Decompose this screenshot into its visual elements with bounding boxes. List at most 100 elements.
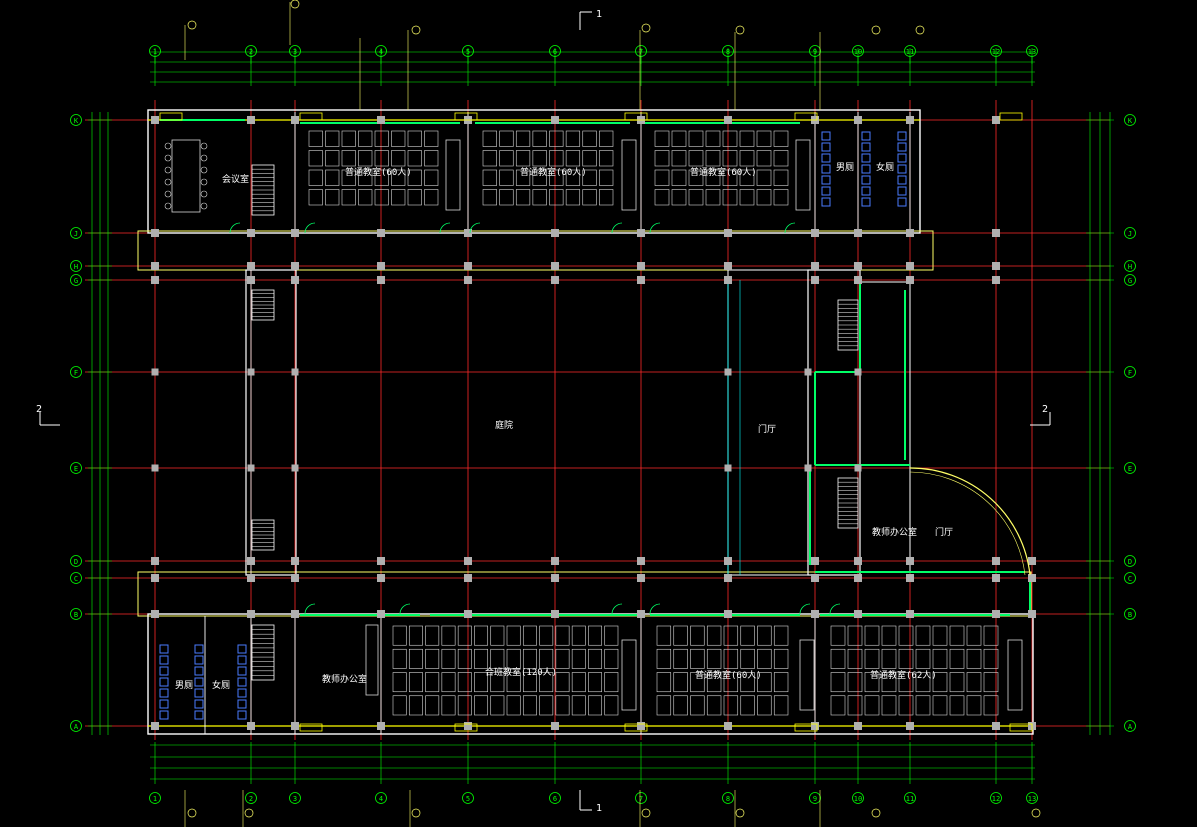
section-number-2: 2	[36, 404, 43, 415]
column-10A	[854, 722, 862, 730]
column-5H	[464, 262, 472, 270]
classroom-north-3-desk	[654, 189, 670, 206]
axis-bubble-top-13	[1026, 45, 1038, 57]
classroom-north-1-desk	[424, 189, 439, 206]
column-mid-F0	[151, 368, 159, 376]
classroom-south-3-desk	[966, 672, 982, 693]
classroom-north-1-desk	[424, 130, 439, 147]
column-12J	[992, 229, 1000, 237]
entrance-canopy-arc	[909, 467, 1031, 576]
column-10G	[854, 276, 862, 284]
classroom-south-1-desk	[392, 695, 407, 716]
toilet-north-a-fixture	[821, 197, 831, 207]
axis-bubble-left-J	[70, 227, 82, 239]
column-13C	[1028, 574, 1036, 582]
axis-bubble-top-label-2: 2	[249, 48, 253, 56]
classroom-north-1-desk	[374, 169, 389, 186]
toilet-south-a-fixture	[159, 710, 169, 720]
column-11H	[906, 262, 914, 270]
classroom-south-2-desk	[740, 695, 755, 716]
room-label-meeting-room: 会议室	[222, 175, 250, 185]
classroom-north-2-desk	[482, 130, 497, 147]
axis-bubble-left-label-B: B	[74, 611, 78, 619]
meeting-chair	[200, 154, 208, 162]
classroom-north-2-desk	[482, 169, 497, 186]
toilet-south-a-fixture	[159, 688, 169, 698]
column-2J	[247, 229, 255, 237]
classroom-south-1-desk	[604, 695, 619, 716]
meeting-chair	[164, 190, 172, 198]
blackboard-1	[621, 139, 637, 211]
column-2K	[247, 116, 255, 124]
classroom-north-2-desk	[565, 189, 581, 206]
classroom-north-2-desk	[599, 130, 614, 147]
axis-bubble-top-8	[722, 45, 734, 57]
classroom-south-1-desk	[506, 695, 521, 716]
column-10B	[854, 610, 862, 618]
classroom-north-3-desk	[773, 150, 789, 167]
classroom-north-1-desk	[391, 150, 406, 167]
classroom-south-1-desk	[571, 648, 586, 669]
north-corridor-outline	[137, 230, 934, 271]
column-9A	[811, 722, 819, 730]
room-label-classroom-north-3: 普通教室(60人)	[690, 168, 757, 178]
classroom-south-1-desk	[555, 695, 570, 716]
axis-bubble-left-G	[70, 274, 82, 286]
classroom-north-2-desk	[532, 169, 547, 186]
axis-bubble-bottom-label-13: 13	[1028, 795, 1036, 803]
toilet-north-b-fixture	[861, 164, 871, 174]
axis-bubble-right-K	[1124, 114, 1136, 126]
column-11B	[906, 610, 914, 618]
column-4H	[377, 262, 385, 270]
classroom-south-1-desk	[588, 648, 603, 669]
detail-callout-11	[735, 808, 745, 818]
door-swing-7	[304, 603, 316, 615]
classroom-south-1-desk	[457, 625, 472, 646]
classroom-south-1-desk	[457, 672, 472, 693]
meeting-chair	[164, 166, 172, 174]
room-label-entrance-hall: 门厅	[758, 425, 777, 435]
column-8K	[724, 116, 732, 124]
classroom-south-2-desk	[656, 695, 672, 716]
detail-callout-2	[411, 25, 421, 35]
classroom-south-3-desk	[949, 625, 965, 646]
axis-bubble-left-label-G: G	[74, 277, 78, 285]
toilet-north-a-fixture	[821, 186, 831, 196]
column-11J	[906, 229, 914, 237]
column-7A	[637, 722, 645, 730]
classroom-north-3-desk	[654, 169, 670, 186]
classroom-north-3-desk	[654, 130, 670, 147]
column-2B	[247, 610, 255, 618]
south-corridor-outline	[137, 571, 1032, 617]
classroom-south-3-desk	[847, 695, 863, 716]
classroom-south-1-desk	[506, 625, 521, 646]
column-5B	[464, 610, 472, 618]
door-swing-9	[611, 603, 623, 615]
column-1A	[151, 722, 159, 730]
classroom-north-3-desk	[705, 150, 721, 167]
column-8G	[724, 276, 732, 284]
column-4K	[377, 116, 385, 124]
axis-bubble-top-label-3: 3	[293, 48, 297, 56]
classroom-south-2-desk	[740, 625, 755, 646]
classroom-south-3-desk	[830, 625, 846, 646]
axis-bubble-right-J	[1124, 227, 1136, 239]
detail-callout-5	[871, 25, 881, 35]
classroom-south-1-desk	[474, 672, 489, 693]
classroom-south-3-desk	[881, 672, 897, 693]
blackboard-4	[621, 639, 637, 711]
axis-bubble-right-label-E: E	[1128, 465, 1132, 473]
blackboard-5	[799, 639, 815, 711]
window-south-4	[1009, 723, 1033, 732]
axis-bubble-bottom-9	[809, 792, 821, 804]
door-swing-6	[784, 222, 796, 234]
axis-bubble-right-label-G: G	[1128, 277, 1132, 285]
classroom-south-1-desk	[506, 648, 521, 669]
toilet-north-a-fixture	[821, 131, 831, 141]
column-6D	[551, 557, 559, 565]
classroom-south-3-desk	[864, 625, 880, 646]
window-south-2	[624, 723, 648, 732]
meeting-chair	[200, 166, 208, 174]
axis-bubble-right-B	[1124, 608, 1136, 620]
room-label-classroom-north-2: 普通教室(60人)	[520, 168, 587, 178]
